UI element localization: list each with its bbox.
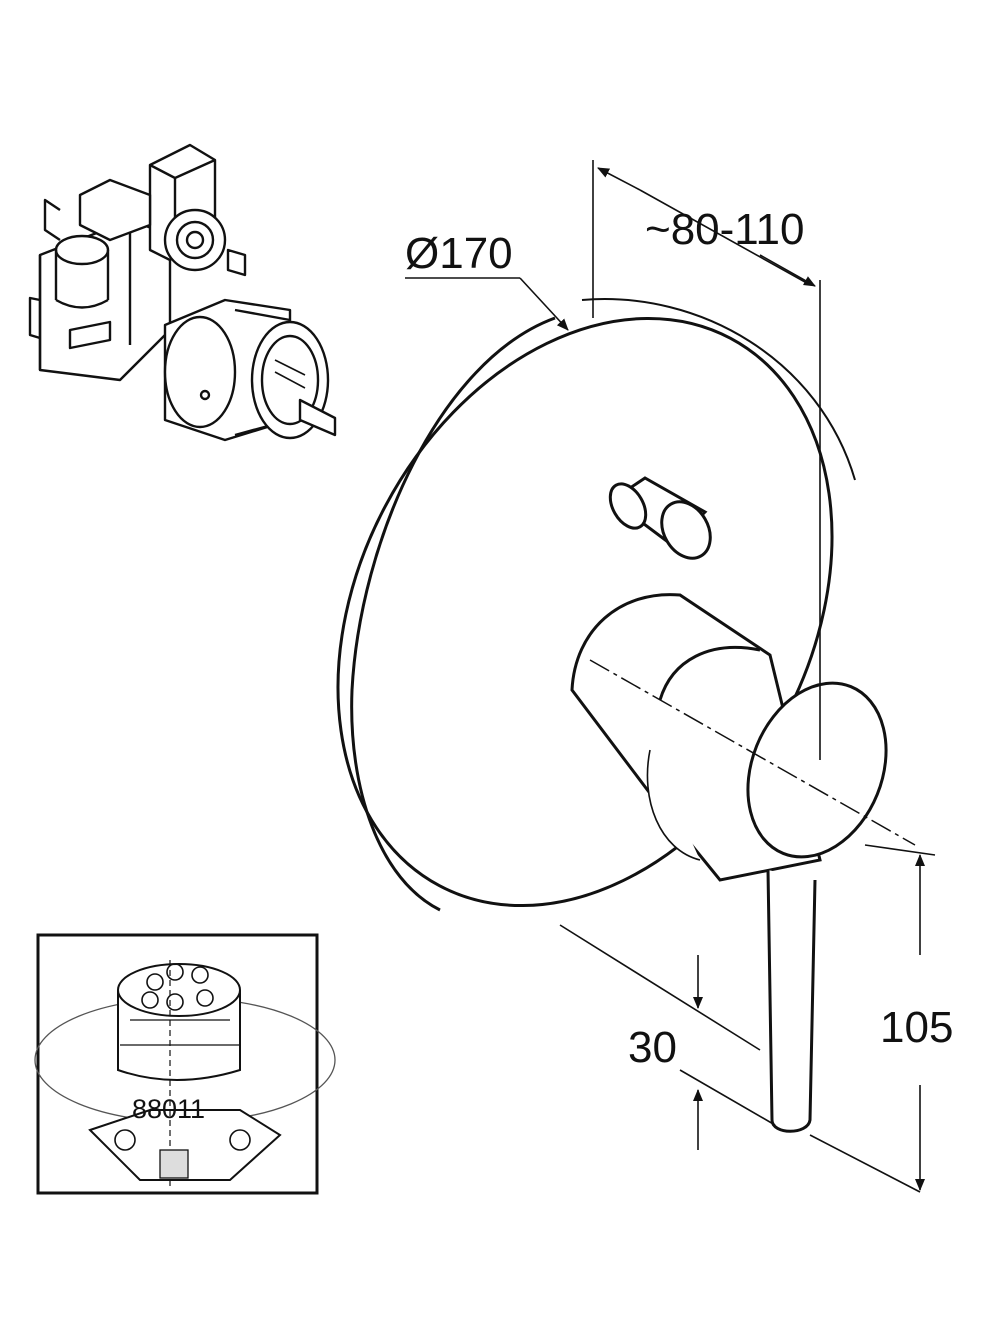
dimension-lines [405,160,936,1193]
mixer-handle [570,593,888,1133]
diameter-label: Ø170 [405,229,513,278]
part-number-label: 88011 [132,1094,205,1124]
inset-box: 88011 [34,933,336,1195]
cartridge-illustration [34,960,336,1190]
rough-in-valve-body [28,143,337,442]
projection-label: ~80-110 [645,205,804,254]
center-line [589,659,916,846]
diverter-knob [608,476,712,560]
lever-height-label: 30 [628,1023,677,1072]
cover-plate [336,298,856,912]
center-height-label: 105 [880,1003,953,1052]
